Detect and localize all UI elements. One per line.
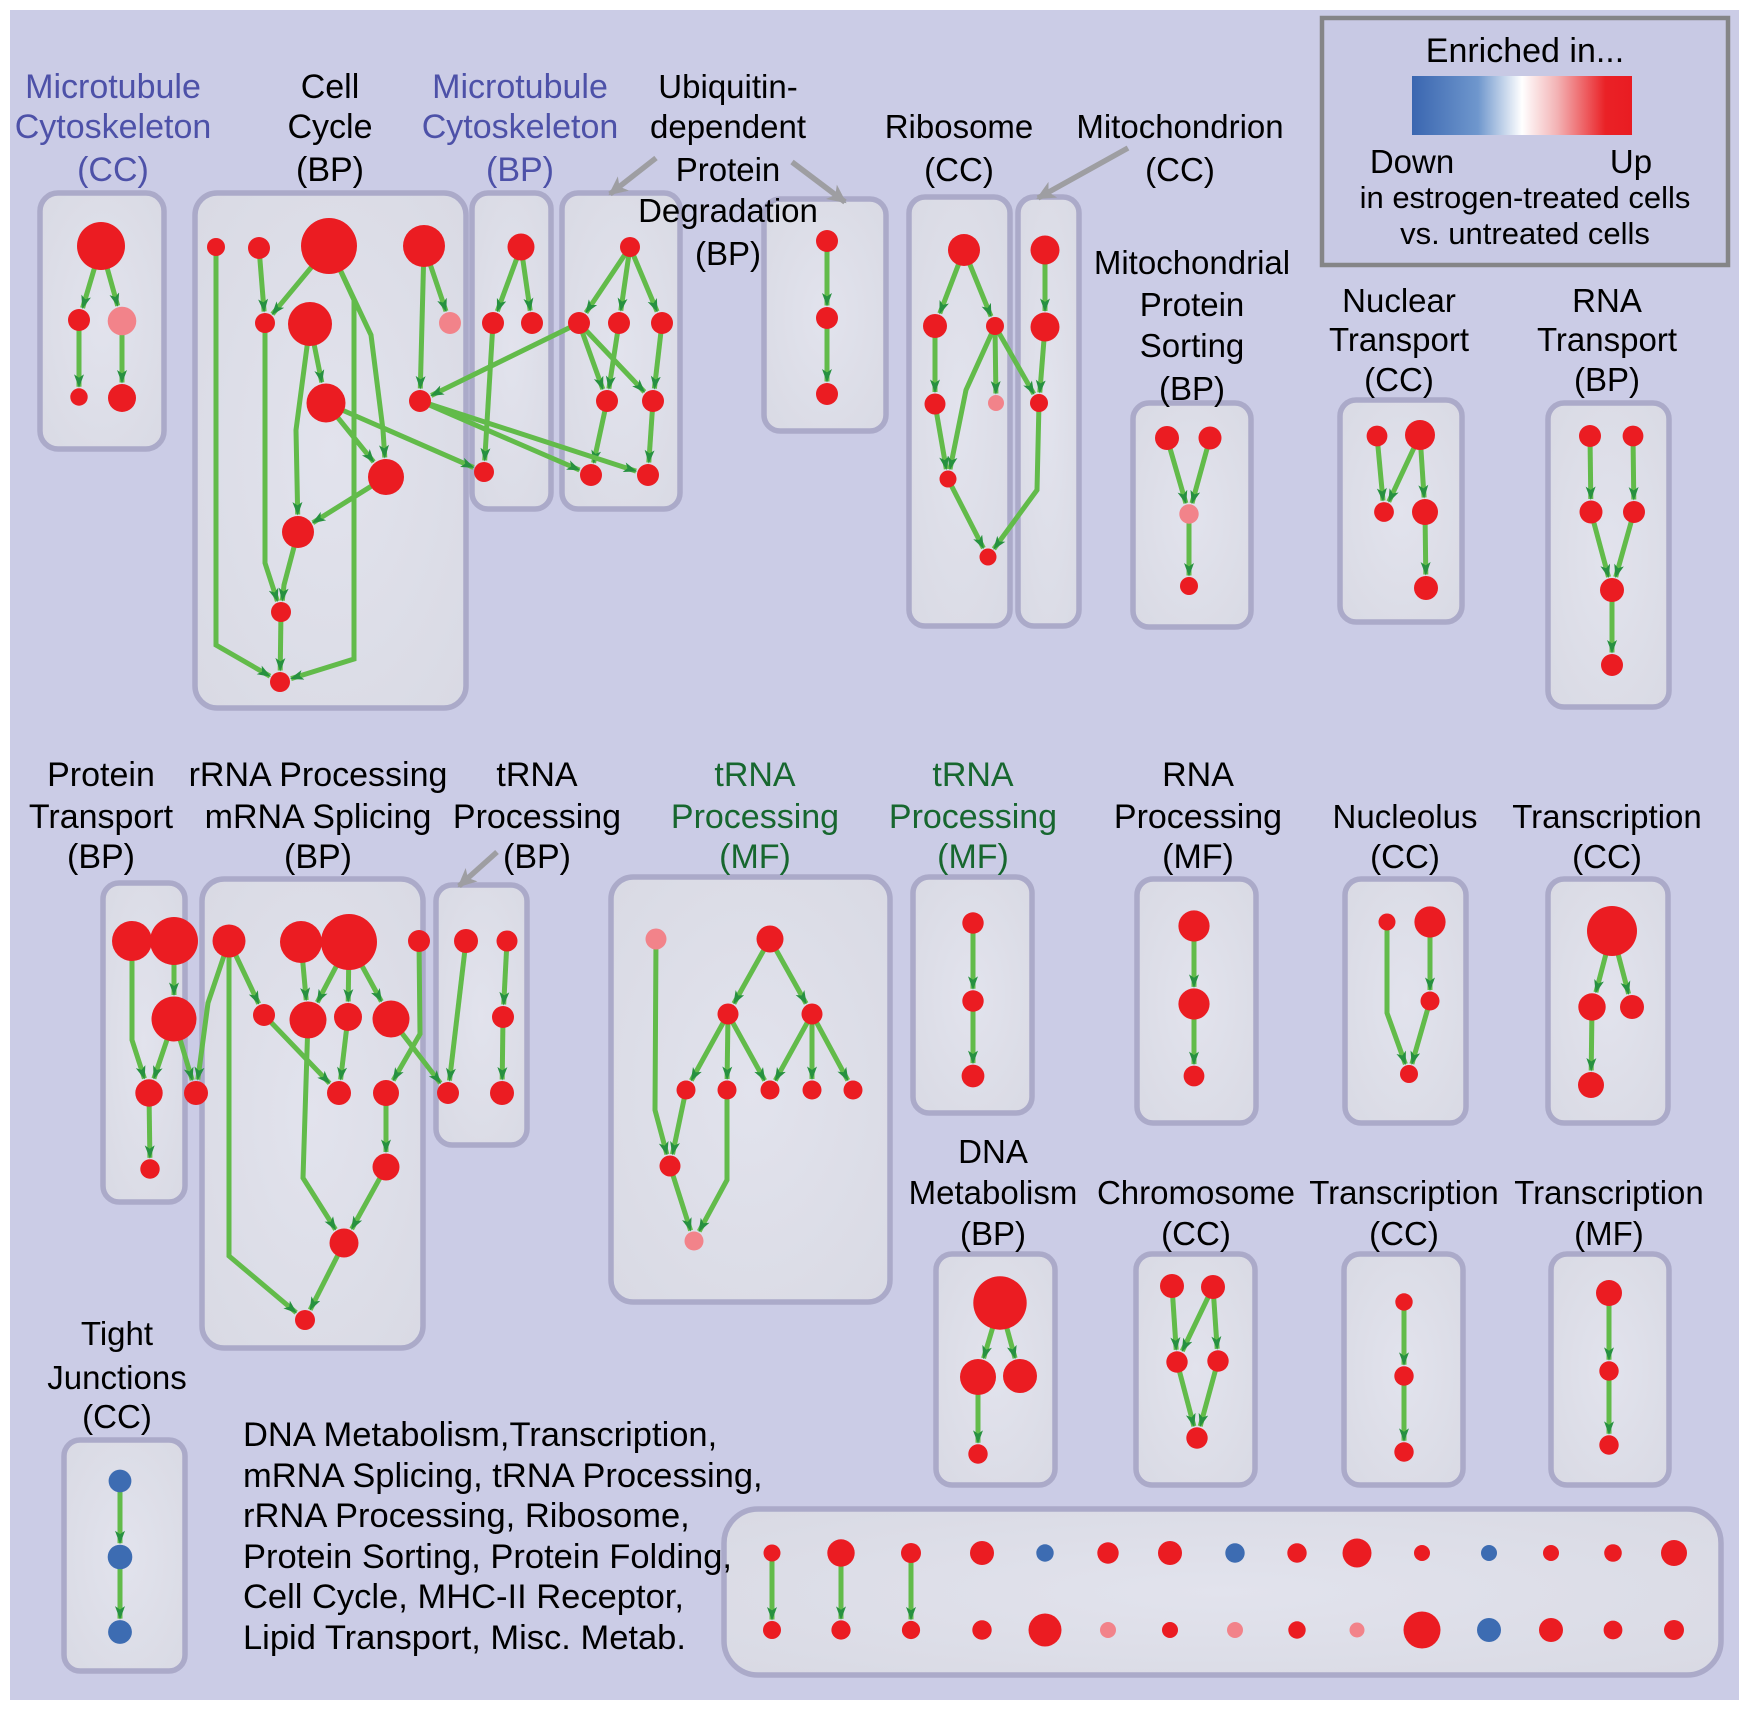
svg-text:(CC): (CC) xyxy=(1145,151,1215,188)
svg-text:(CC): (CC) xyxy=(1572,838,1642,875)
svg-text:mRNA Splicing, tRNA Processing: mRNA Splicing, tRNA Processing, xyxy=(243,1457,763,1495)
svg-text:Nucleolus: Nucleolus xyxy=(1333,798,1478,835)
svg-text:Transport: Transport xyxy=(1537,321,1677,358)
svg-text:Processing: Processing xyxy=(889,798,1057,836)
svg-text:Ubiquitin-: Ubiquitin- xyxy=(658,68,797,105)
svg-text:Cytoskeleton: Cytoskeleton xyxy=(15,108,212,146)
svg-text:tRNA: tRNA xyxy=(714,756,796,794)
svg-text:tRNA: tRNA xyxy=(496,756,578,794)
svg-text:(BP): (BP) xyxy=(503,838,571,876)
svg-text:Protein: Protein xyxy=(47,756,155,794)
svg-text:(BP): (BP) xyxy=(67,838,135,876)
svg-text:Cycle: Cycle xyxy=(287,108,372,146)
svg-text:Ribosome: Ribosome xyxy=(885,108,1034,145)
svg-text:Microtubule: Microtubule xyxy=(25,68,201,106)
svg-text:DNA: DNA xyxy=(958,1133,1028,1170)
svg-text:(CC): (CC) xyxy=(924,151,994,188)
svg-text:(CC): (CC) xyxy=(1364,361,1434,398)
svg-text:Degradation: Degradation xyxy=(638,192,818,229)
svg-text:RNA: RNA xyxy=(1162,756,1234,794)
svg-text:Cell Cycle, MHC-II Receptor,: Cell Cycle, MHC-II Receptor, xyxy=(243,1578,684,1616)
svg-text:rRNA Processing: rRNA Processing xyxy=(189,756,448,794)
svg-text:Sorting: Sorting xyxy=(1140,327,1245,364)
svg-text:Processing: Processing xyxy=(671,798,839,836)
svg-text:Cytoskeleton: Cytoskeleton xyxy=(422,108,619,146)
svg-text:Down: Down xyxy=(1370,143,1454,180)
svg-text:Protein: Protein xyxy=(676,151,781,188)
svg-text:tRNA: tRNA xyxy=(932,756,1014,794)
svg-text:Transcription: Transcription xyxy=(1514,1174,1704,1211)
svg-text:Processing: Processing xyxy=(1114,798,1282,836)
svg-text:dependent: dependent xyxy=(650,108,806,145)
svg-text:(BP): (BP) xyxy=(486,151,554,189)
svg-text:(CC): (CC) xyxy=(1370,838,1440,875)
svg-text:Processing: Processing xyxy=(453,798,621,836)
svg-text:(CC): (CC) xyxy=(1161,1215,1231,1252)
svg-text:DNA Metabolism,Transcription,: DNA Metabolism,Transcription, xyxy=(243,1416,717,1454)
svg-text:(CC): (CC) xyxy=(82,1398,152,1435)
svg-text:Mitochondrial: Mitochondrial xyxy=(1094,244,1290,281)
svg-text:Protein Sorting, Protein Foldi: Protein Sorting, Protein Folding, xyxy=(243,1538,732,1576)
svg-text:(BP): (BP) xyxy=(1159,370,1225,407)
svg-text:Mitochondrion: Mitochondrion xyxy=(1076,108,1283,145)
svg-text:Transport: Transport xyxy=(29,798,174,836)
svg-text:mRNA Splicing: mRNA Splicing xyxy=(205,798,432,836)
svg-text:Tight: Tight xyxy=(81,1315,153,1352)
svg-text:Chromosome: Chromosome xyxy=(1097,1174,1295,1211)
svg-text:(MF): (MF) xyxy=(719,838,791,876)
svg-text:(MF): (MF) xyxy=(1162,838,1234,876)
svg-text:(BP): (BP) xyxy=(284,838,352,876)
svg-text:Up: Up xyxy=(1610,143,1652,180)
svg-text:Nuclear: Nuclear xyxy=(1342,282,1456,319)
svg-text:Lipid Transport, Misc. Metab.: Lipid Transport, Misc. Metab. xyxy=(243,1619,686,1657)
svg-text:Transcription: Transcription xyxy=(1512,798,1702,835)
svg-text:in estrogen-treated cells: in estrogen-treated cells xyxy=(1360,180,1691,215)
svg-text:(CC): (CC) xyxy=(1369,1215,1439,1252)
svg-text:Transcription: Transcription xyxy=(1309,1174,1499,1211)
svg-text:(CC): (CC) xyxy=(77,151,149,189)
svg-text:(BP): (BP) xyxy=(1574,361,1640,398)
svg-text:vs. untreated cells: vs. untreated cells xyxy=(1400,216,1650,251)
svg-text:(MF): (MF) xyxy=(1574,1215,1644,1252)
svg-text:rRNA Processing, Ribosome,: rRNA Processing, Ribosome, xyxy=(243,1497,690,1535)
svg-text:Metabolism: Metabolism xyxy=(909,1174,1078,1211)
svg-text:Transport: Transport xyxy=(1329,321,1469,358)
svg-text:Cell: Cell xyxy=(301,68,360,106)
svg-text:(BP): (BP) xyxy=(960,1215,1026,1252)
svg-text:Microtubule: Microtubule xyxy=(432,68,608,106)
svg-text:(BP): (BP) xyxy=(296,151,364,189)
svg-text:Protein: Protein xyxy=(1140,286,1245,323)
svg-text:(BP): (BP) xyxy=(695,235,761,272)
svg-text:(MF): (MF) xyxy=(937,838,1009,876)
svg-text:Enriched in...: Enriched in... xyxy=(1426,32,1624,70)
svg-text:RNA: RNA xyxy=(1572,282,1642,319)
svg-text:Junctions: Junctions xyxy=(47,1359,186,1396)
